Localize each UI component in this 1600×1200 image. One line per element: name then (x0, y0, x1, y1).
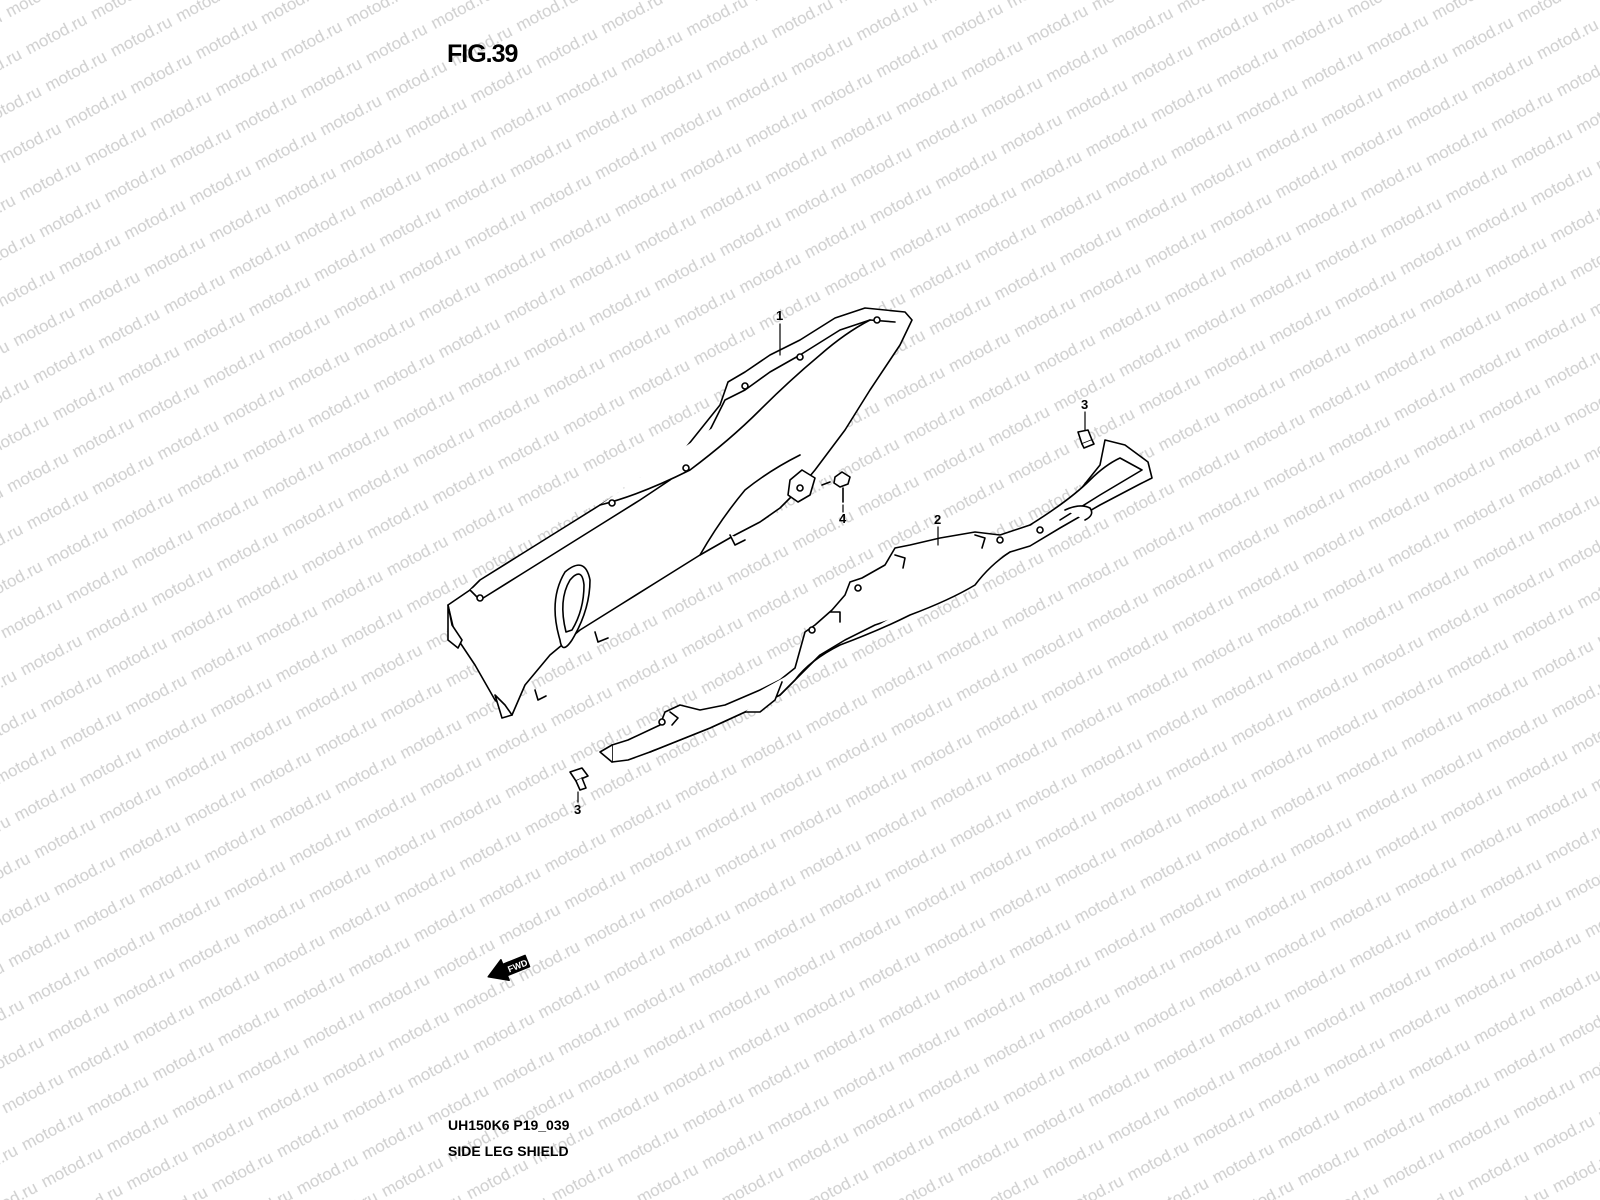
part-3-nut-clip-front (569, 767, 589, 791)
callout-2: 2 (934, 512, 941, 527)
diagram-name: SIDE LEG SHIELD (448, 1143, 569, 1159)
part-4-fastener (821, 471, 851, 503)
part-2-lower-shield (599, 439, 1153, 763)
diagram-code: UH150K6 P19_039 (448, 1117, 570, 1133)
callout-4: 4 (839, 511, 847, 526)
figure-title: FIG.39 (447, 40, 518, 68)
part-3-nut-clip-rear (1077, 429, 1095, 449)
callout-1: 1 (776, 308, 783, 323)
leader-lines (577, 323, 1086, 803)
callout-labels: 1 2 3 3 4 (574, 308, 1088, 817)
part-1-upper-shield (447, 307, 913, 719)
callout-3-front: 3 (574, 802, 581, 817)
fwd-arrow-icon: FWD (487, 954, 531, 981)
callout-3-rear: 3 (1081, 397, 1088, 412)
